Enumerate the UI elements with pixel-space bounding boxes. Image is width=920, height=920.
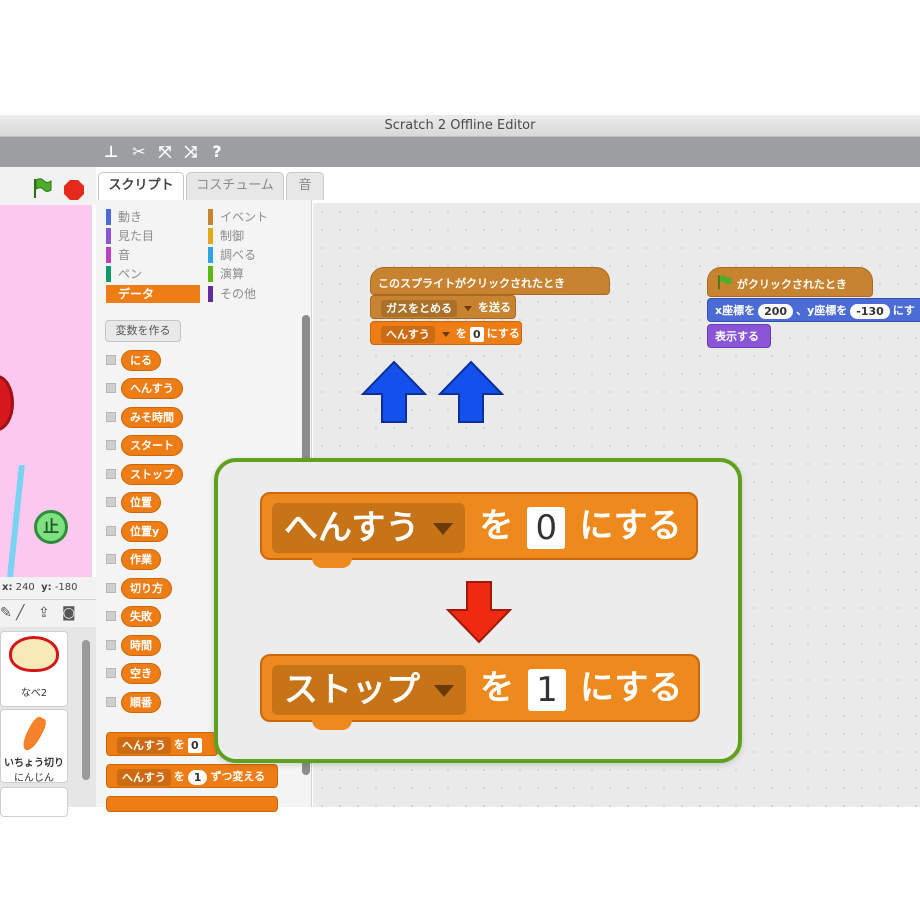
shrink-icon[interactable]: ⤨ [184,142,198,161]
stage-sprite-stop[interactable]: 止 [34,510,68,544]
category-operators[interactable]: 演算 [208,265,300,283]
palette-block-partial[interactable] [106,796,278,812]
when-green-flag-clicked-hat[interactable]: がクリックされたとき [707,267,873,297]
stage-coordinates: x: 240 y: -180 [0,577,96,599]
category-sensing[interactable]: 調べる [208,246,300,264]
sprite-card-partial[interactable] [0,787,68,817]
zoom-variable-dropdown: ストップ [272,664,466,715]
variable-checkbox[interactable] [106,640,116,650]
tab-sounds[interactable]: 音 [286,172,324,200]
stage-sprite-pot[interactable] [0,375,14,431]
x-coordinate-label: x: [2,582,13,593]
sprite-name: にんじん [14,773,54,784]
stage-sprite-rail [0,465,25,577]
category-data[interactable]: データ [106,285,200,303]
variable-checkbox[interactable] [106,383,116,393]
variable-reporter[interactable]: ストップ [121,464,183,485]
carrot-thumbnail [19,714,49,754]
sprite-list: なべ2 いちょう切り にんじん [0,627,96,817]
upload-icon[interactable]: ⇪ [38,605,50,621]
blue-up-arrow-icon [361,360,427,423]
duplicate-stamp-icon[interactable]: ⊥ [103,142,119,161]
variable-checkbox[interactable] [106,526,116,536]
make-variable-button[interactable]: 変数を作る [105,320,181,342]
pot-thumbnail [9,636,59,672]
variable-reporter[interactable]: 位置y [121,521,169,542]
paint-brush-icon[interactable]: ✎ [0,605,12,621]
stage[interactable]: 止 [0,205,92,577]
green-flag-icon [718,275,732,290]
variable-reporter[interactable]: 位置 [121,492,161,513]
blue-up-arrow-icon [438,360,504,423]
pencil-icon[interactable]: ╱ [16,605,25,621]
category-more[interactable]: その他 [208,285,300,303]
variable-checkbox[interactable] [106,440,116,450]
grow-icon[interactable]: ⤧ [158,142,172,161]
variable-checkbox[interactable] [106,412,116,422]
variable-checkbox[interactable] [106,611,116,621]
toolbar: ⊥ ✂ ⤧ ⤨ ? [0,137,920,167]
variable-reporter[interactable]: へんすう [121,378,183,399]
red-down-arrow-icon [446,581,512,644]
variable-checkbox[interactable] [106,355,116,365]
variable-reporter[interactable]: 順番 [121,692,161,713]
variable-reporter[interactable]: 失敗 [121,606,161,627]
variable-checkbox[interactable] [106,668,116,678]
help-icon[interactable]: ? [212,142,222,161]
y-coordinate-label: y: [41,582,52,593]
sprite-card-nabe2[interactable]: なべ2 [0,631,68,707]
variable-reporter[interactable]: 作業 [121,549,161,570]
variable-checkbox[interactable] [106,554,116,564]
variable-reporter[interactable]: スタート [121,435,183,456]
category-pen[interactable]: ペン [106,265,198,283]
category-sound[interactable]: 音 [106,246,198,264]
variable-checkbox[interactable] [106,583,116,593]
variable-reporter[interactable]: みそ時間 [121,407,183,428]
sprite-name: なべ2 [20,688,48,699]
variable-checkbox[interactable] [106,469,116,479]
category-events[interactable]: イベント [208,208,300,226]
tab-costumes[interactable]: コスチューム [186,172,284,200]
show-block[interactable]: 表示する [707,324,771,348]
variable-reporter[interactable]: にる [121,350,161,371]
sprite-card-ninjin[interactable]: いちょう切り にんじん [0,709,68,784]
delete-scissors-icon[interactable]: ✂ [132,142,146,161]
sprite-toolbar: ✎ ╱ ⇪ ◙ [0,599,96,627]
category-looks[interactable]: 見た目 [106,227,198,245]
broadcast-block[interactable]: ガスをとめるを送る [370,295,516,319]
sprite-scrollbar[interactable] [82,640,90,780]
x-coordinate-value: 240 [15,582,35,593]
stop-icon[interactable] [64,180,84,200]
when-sprite-clicked-hat[interactable]: このスプライトがクリックされたとき [370,267,610,295]
sprite-costume: いちょう切り [4,758,64,769]
variable-checkbox[interactable] [106,697,116,707]
zoom-variable-dropdown: へんすう [272,502,466,553]
variable-reporter[interactable]: 時間 [121,635,161,656]
window-title: Scratch 2 Offline Editor [0,115,920,137]
variable-checkbox[interactable] [106,497,116,507]
camera-icon[interactable]: ◙ [62,605,76,621]
variable-reporter[interactable]: 切り方 [121,578,172,599]
y-coordinate-value: -180 [54,582,78,593]
variable-reporter[interactable]: 空き [121,663,161,684]
category-motion[interactable]: 動き [106,208,198,226]
green-flag-icon[interactable] [30,177,52,199]
category-control[interactable]: 制御 [208,227,300,245]
tab-scripts[interactable]: スクリプト [98,172,184,202]
